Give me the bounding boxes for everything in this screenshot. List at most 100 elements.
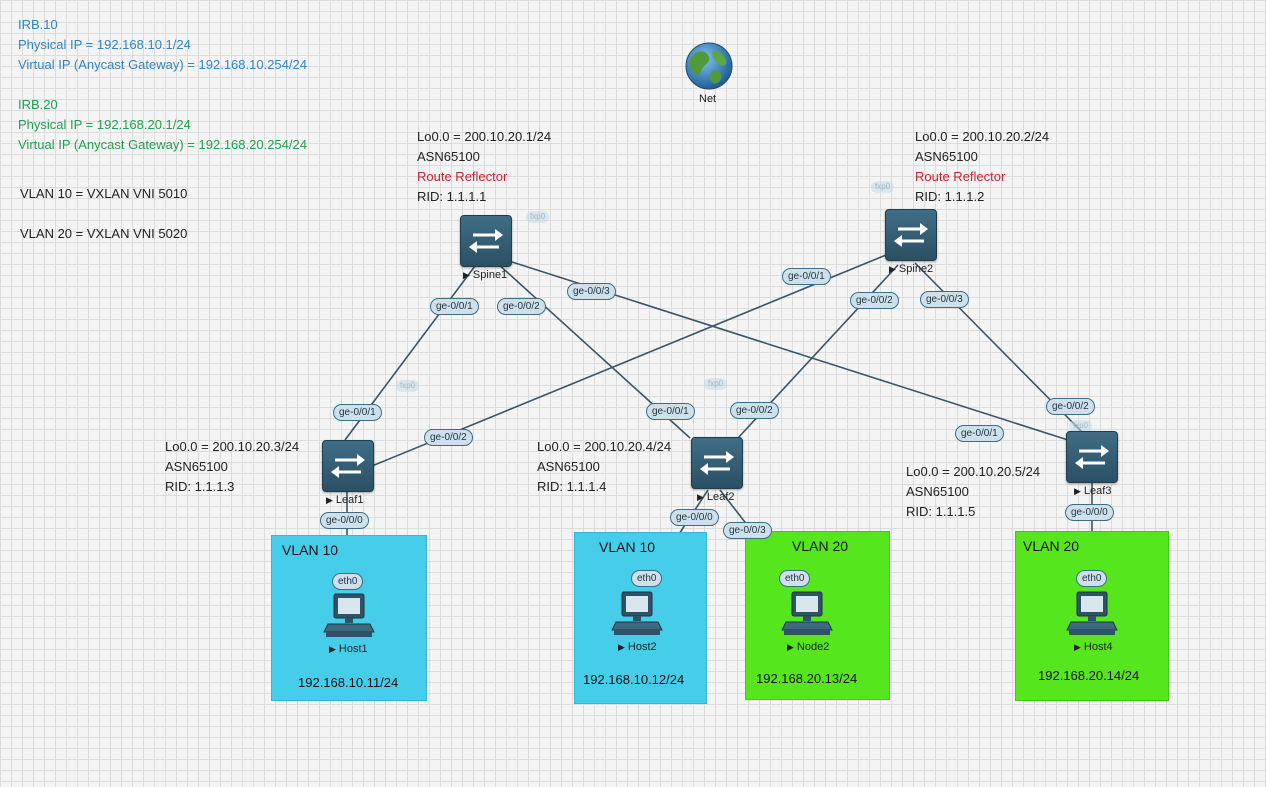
vlan-title: VLAN 10 [599, 539, 656, 555]
host4-pc[interactable] [1065, 590, 1119, 643]
spine1-port-ge-0-0-1[interactable]: ge-0/0/1 [430, 298, 479, 315]
net-node[interactable] [683, 41, 735, 98]
spine1-info: Lo0.0 = 200.10.20.1/24 ASN65100 Route Re… [417, 127, 551, 207]
leaf3-port-ge-0-0-0[interactable]: ge-0/0/0 [1065, 504, 1114, 521]
router-icon [331, 454, 365, 478]
vlan-title: VLAN 20 [1023, 538, 1080, 554]
leaf2-port-ge-0-0-3[interactable]: ge-0/0/3 [723, 522, 772, 539]
leaf1-faint-tag: fxp0 [396, 380, 420, 392]
node2-ip: 192.168.20.13/24 [756, 671, 858, 686]
leaf3-port-ge-0-0-1[interactable]: ge-0/0/1 [955, 425, 1004, 442]
spine2-asn: ASN65100 [915, 149, 978, 164]
leaf2-asn: ASN65100 [537, 459, 600, 474]
node2-port-eth0[interactable]: eth0 [779, 570, 811, 587]
spine2-name: Spine2 [898, 263, 934, 275]
host2-port-eth0[interactable]: eth0 [631, 570, 663, 587]
leaf1-loopback: Lo0.0 = 200.10.20.3/24 [165, 439, 300, 454]
irb10-physical-ip: Physical IP = 192.168.10.1/24 [18, 37, 191, 52]
leaf1-label: ▶Leaf1 [326, 494, 364, 506]
host4-port-eth0[interactable]: eth0 [1076, 570, 1108, 587]
host2-label: ▶Host2 [618, 641, 657, 653]
vni10-note: VLAN 10 = VXLAN VNI 5010 [20, 186, 188, 201]
leaf1-switch[interactable] [322, 440, 374, 492]
leaf2-faint-tag: fxp0 [704, 378, 728, 390]
host1-label: ▶Host1 [329, 643, 368, 655]
vlan-title: VLAN 20 [792, 538, 849, 554]
leaf2-port-ge-0-0-1[interactable]: ge-0/0/1 [646, 403, 695, 420]
spine2-label: ▶Spine2 [889, 263, 934, 275]
router-icon [469, 229, 503, 253]
node2-label: ▶Node2 [787, 641, 830, 653]
spine1-faint-tag: fxp0 [526, 211, 550, 223]
host2-name: Host2 [627, 641, 657, 653]
spine2-port-ge-0-0-3[interactable]: ge-0/0/3 [920, 291, 969, 308]
host4-name: Host4 [1083, 641, 1113, 653]
spine2-role: Route Reflector [915, 169, 1006, 184]
spine1-port-ge-0-0-2[interactable]: ge-0/0/2 [497, 298, 546, 315]
spine1-rid: RID: 1.1.1.1 [417, 189, 487, 204]
spine1-port-ge-0-0-3[interactable]: ge-0/0/3 [567, 283, 616, 300]
router-icon [700, 451, 734, 475]
leaf3-info: Lo0.0 = 200.10.20.5/24 ASN65100 RID: 1.1… [906, 462, 1040, 522]
leaf1-port-ge-0-0-0[interactable]: ge-0/0/0 [320, 512, 369, 529]
host1-pc[interactable] [322, 592, 376, 645]
spine1-name: Spine1 [472, 269, 508, 281]
pc-icon [1066, 591, 1118, 635]
leaf1-info: Lo0.0 = 200.10.20.3/24 ASN65100 RID: 1.1… [165, 437, 299, 497]
leaf2-rid: RID: 1.1.1.4 [537, 479, 607, 494]
pc-icon [611, 591, 663, 635]
router-icon [894, 223, 928, 247]
irb20-title: IRB.20 [18, 97, 58, 112]
irb20-physical-ip: Physical IP = 192.168.20.1/24 [18, 117, 191, 132]
leaf3-switch[interactable] [1066, 431, 1118, 483]
spine2-loopback: Lo0.0 = 200.10.20.2/24 [915, 129, 1050, 144]
host1-ip: 192.168.10.11/24 [298, 675, 399, 690]
leaf3-loopback: Lo0.0 = 200.10.20.5/24 [906, 464, 1041, 479]
leaf2-switch[interactable] [691, 437, 743, 489]
vlan-box-host2: VLAN 10 192.168.10.12/24 [574, 532, 707, 704]
node2-name: Node2 [796, 641, 830, 653]
router-icon [1075, 445, 1109, 469]
host1-port-eth0[interactable]: eth0 [332, 573, 364, 590]
leaf2-label: ▶Leaf2 [697, 491, 735, 503]
spine2-faint-tag: fxp0 [871, 181, 895, 193]
spine1-loopback: Lo0.0 = 200.10.20.1/24 [417, 129, 552, 144]
pc-icon [323, 593, 375, 637]
host4-label: ▶Host4 [1074, 641, 1113, 653]
vni20-note: VLAN 20 = VXLAN VNI 5020 [20, 226, 188, 241]
spine1-label: ▶Spine1 [463, 269, 508, 281]
leaf1-port-ge-0-0-1[interactable]: ge-0/0/1 [333, 404, 382, 421]
pc-icon [781, 591, 833, 635]
leaf3-label: ▶Leaf3 [1074, 485, 1112, 497]
spine2-rid: RID: 1.1.1.2 [915, 189, 985, 204]
node2-pc[interactable] [780, 590, 834, 643]
spine2-port-ge-0-0-1[interactable]: ge-0/0/1 [782, 268, 831, 285]
leaf3-name: Leaf3 [1083, 485, 1112, 497]
leaf2-port-ge-0-0-0[interactable]: ge-0/0/0 [670, 509, 719, 526]
leaf2-info: Lo0.0 = 200.10.20.4/24 ASN65100 RID: 1.1… [537, 437, 671, 497]
spine2-port-ge-0-0-2[interactable]: ge-0/0/2 [850, 292, 899, 309]
spine1-switch[interactable] [460, 215, 512, 267]
host4-ip: 192.168.20.14/24 [1038, 668, 1140, 683]
host2-pc[interactable] [610, 590, 664, 643]
spine1-asn: ASN65100 [417, 149, 480, 164]
leaf2-port-ge-0-0-2[interactable]: ge-0/0/2 [730, 402, 779, 419]
leaf3-faint-tag: fxp0 [1069, 420, 1093, 432]
leaf1-name: Leaf1 [335, 494, 364, 506]
leaf1-asn: ASN65100 [165, 459, 228, 474]
leaf1-port-ge-0-0-2[interactable]: ge-0/0/2 [424, 429, 473, 446]
leaf3-asn: ASN65100 [906, 484, 969, 499]
leaf3-port-ge-0-0-2[interactable]: ge-0/0/2 [1046, 398, 1095, 415]
spine2-switch[interactable] [885, 209, 937, 261]
spine2-info: Lo0.0 = 200.10.20.2/24 ASN65100 Route Re… [915, 127, 1049, 207]
spine1-role: Route Reflector [417, 169, 508, 184]
globe-icon [685, 42, 733, 90]
irb20-virtual-ip: Virtual IP (Anycast Gateway) = 192.168.2… [18, 137, 307, 152]
leaf3-rid: RID: 1.1.1.5 [906, 504, 976, 519]
irb10-title: IRB.10 [18, 17, 58, 32]
host1-name: Host1 [338, 643, 368, 655]
host2-ip: 192.168.10.12/24 [583, 672, 685, 687]
net-label: Net [699, 93, 717, 105]
vlan-title: VLAN 10 [282, 542, 339, 558]
